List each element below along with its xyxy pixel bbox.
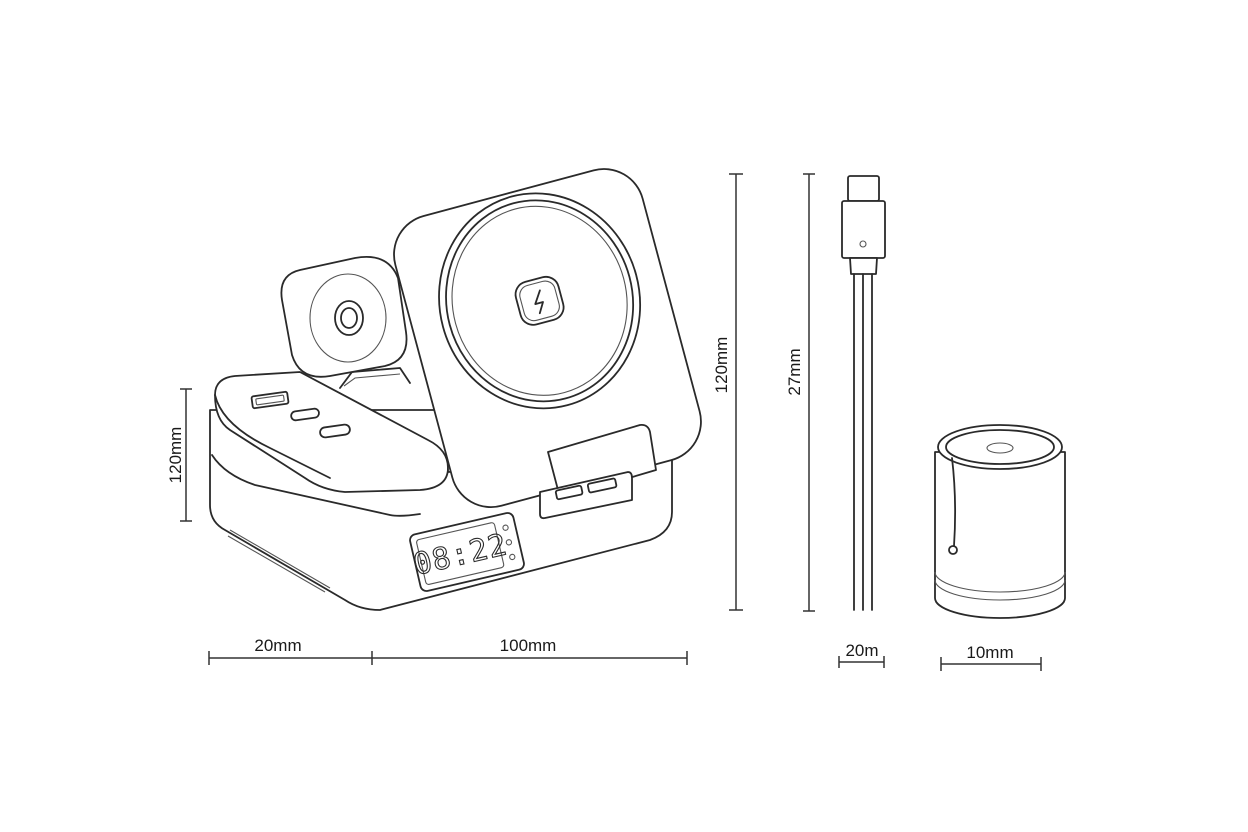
clock-button-3: [509, 553, 516, 561]
usb-c-cable: [841, 175, 886, 611]
label-base-height: 120mm: [166, 427, 185, 484]
magsafe-ring-outer: [438, 192, 642, 410]
dimension-cap-width: 10mm: [940, 643, 1042, 671]
usb-c-port-1: [290, 407, 320, 422]
cylinder-cap: [934, 424, 1066, 619]
label-total-height: 120mm: [712, 337, 731, 394]
clock-button-1: [502, 524, 509, 531]
lightning-icon: [534, 289, 544, 315]
usb-c-port-2: [319, 423, 351, 439]
clock-display: 08:22: [409, 512, 525, 592]
charging-station: 08:22: [209, 168, 702, 611]
label-cap-width: 10mm: [966, 643, 1013, 662]
dimension-cable-width: 20m: [838, 641, 885, 668]
cable-connector-tip: [847, 175, 880, 202]
dimension-cable-length: 27mm: [785, 173, 815, 612]
watch-puck-ring: [334, 300, 364, 336]
cable-connector-body: [841, 200, 886, 259]
cap-top-outer: [937, 424, 1063, 470]
watch-puck-outer: [309, 273, 387, 363]
charging-button: [514, 275, 565, 326]
label-cable-width: 20m: [845, 641, 878, 660]
dimension-base-height: 120mm: [166, 388, 192, 522]
label-right-width: 100mm: [500, 636, 557, 655]
label-left-width: 20mm: [254, 636, 301, 655]
clock-button-2: [505, 539, 513, 546]
label-cable-length: 27mm: [785, 348, 804, 395]
dimension-width: 20mm 100mm: [208, 636, 688, 665]
dimension-total-height: 120mm: [712, 173, 743, 611]
cap-lanyard: [951, 457, 957, 547]
watch-charger-pad: [280, 256, 408, 378]
